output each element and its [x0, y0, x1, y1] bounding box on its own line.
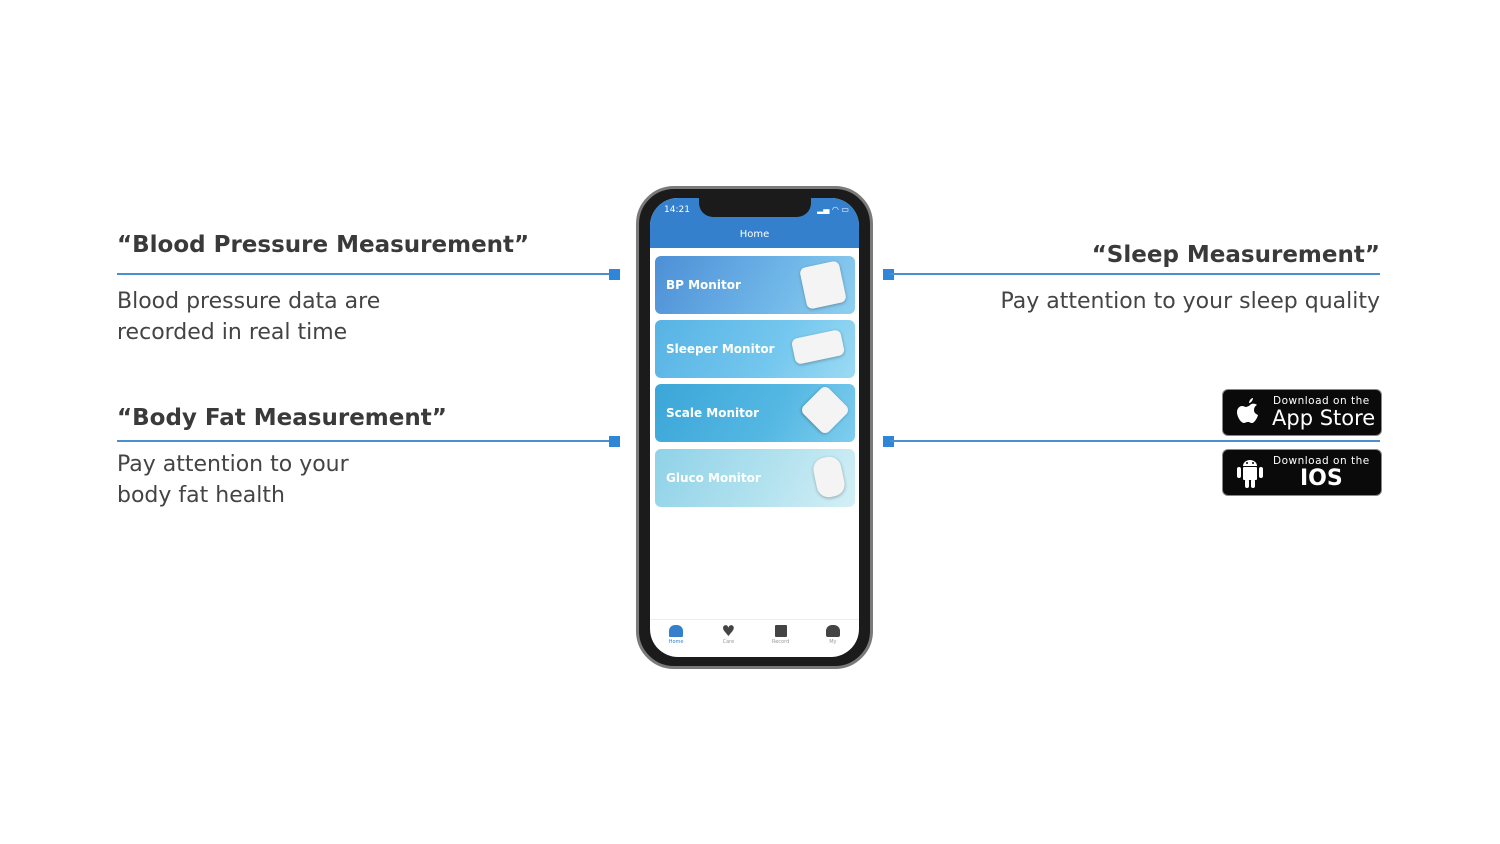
bp-description: Blood pressure data are recorded in real … — [117, 286, 380, 348]
user-icon — [825, 625, 840, 637]
tab-my[interactable]: My — [813, 625, 853, 657]
app-title: Home — [739, 229, 770, 240]
bp-connector-line — [117, 273, 615, 275]
phone-notch — [699, 198, 811, 217]
app-store-big-text: App Store — [1272, 406, 1376, 430]
bp-connector-dot — [609, 269, 620, 280]
tab-label: Home — [668, 639, 684, 645]
record-icon — [774, 625, 787, 637]
card-scale-monitor[interactable]: Scale Monitor — [655, 384, 855, 442]
sleep-description: Pay attention to your sleep quality — [1000, 289, 1380, 314]
card-label: Sleeper Monitor — [666, 342, 775, 356]
download-connector-dot — [883, 436, 894, 447]
tab-label: My — [829, 639, 837, 645]
phone-screen: 14:21 ▂▄ ◠ ▭ Home BP Monitor Sleeper Mon… — [650, 198, 859, 657]
tab-bar: Home ♥Care Record My — [650, 619, 859, 657]
bp-text-1: Blood pressure data are — [117, 289, 381, 314]
fat-connector-line — [117, 440, 615, 442]
bp-heading: “Blood Pressure Measurement” — [117, 232, 530, 258]
tab-label: Care — [722, 639, 735, 645]
tab-home[interactable]: Home — [656, 625, 696, 657]
android-icon — [1237, 460, 1263, 488]
ios-small-text: Download on the — [1273, 455, 1370, 467]
fat-connector-dot — [609, 436, 620, 447]
status-icons: ▂▄ ◠ ▭ — [817, 205, 849, 214]
fat-description: Pay attention to your body fat health — [117, 449, 349, 511]
tab-care[interactable]: ♥Care — [708, 622, 748, 657]
card-label: Scale Monitor — [666, 406, 760, 420]
heart-icon: ♥ — [721, 622, 736, 640]
app-store-button[interactable]: Download on the App Store — [1222, 389, 1382, 436]
card-label: Gluco Monitor — [666, 471, 761, 485]
apple-icon — [1237, 398, 1258, 423]
phone-mockup: 14:21 ▂▄ ◠ ▭ Home BP Monitor Sleeper Mon… — [636, 186, 873, 669]
status-time: 14:21 — [664, 205, 690, 215]
home-icon — [669, 625, 684, 637]
fat-text-2: body fat health — [117, 483, 285, 508]
sleep-connector-dot — [883, 269, 894, 280]
ios-big-text: IOS — [1300, 466, 1343, 491]
download-connector-line — [890, 440, 1380, 442]
tab-record[interactable]: Record — [761, 625, 801, 657]
gluco-device-image — [811, 454, 847, 500]
sleep-heading: “Sleep Measurement” — [1091, 242, 1380, 268]
card-label: BP Monitor — [666, 278, 741, 292]
card-gluco-monitor[interactable]: Gluco Monitor — [655, 449, 855, 507]
fat-text-1: Pay attention to your — [117, 452, 349, 477]
card-bp-monitor[interactable]: BP Monitor — [655, 256, 855, 314]
sleep-device-image — [790, 329, 846, 365]
bp-device-image — [799, 260, 847, 310]
app-store-small-text: Download on the — [1273, 395, 1370, 407]
fat-heading: “Body Fat Measurement” — [117, 405, 447, 431]
sleep-connector-line — [890, 273, 1380, 275]
ios-download-button[interactable]: Download on the IOS — [1222, 449, 1382, 496]
tab-label: Record — [771, 639, 790, 645]
bp-text-2: recorded in real time — [117, 320, 348, 345]
card-sleeper-monitor[interactable]: Sleeper Monitor — [655, 320, 855, 378]
scale-device-image — [799, 384, 851, 436]
